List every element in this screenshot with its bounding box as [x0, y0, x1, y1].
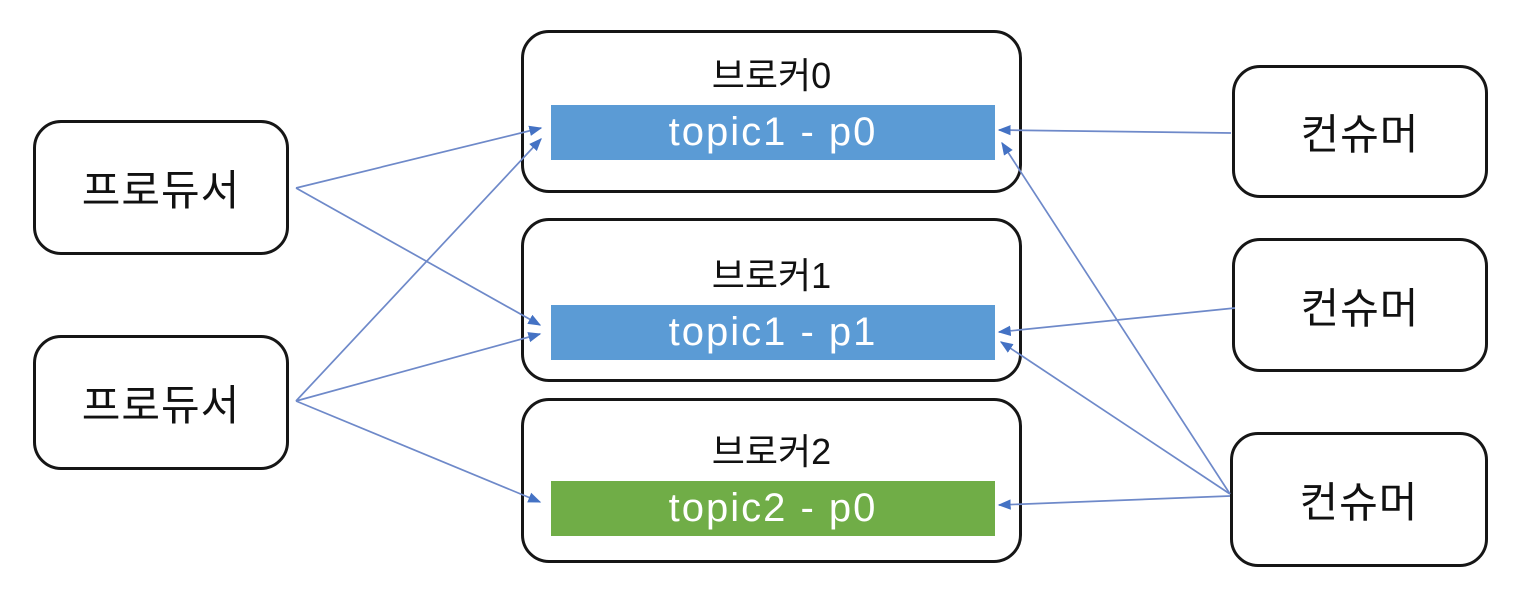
producer-label: 프로듀서: [81, 382, 241, 429]
edge-producer-2-to-partition-topic1-p0: [295, 138, 542, 402]
consumer-node-2: 컨슈머: [1232, 238, 1488, 372]
edge-consumer-3-to-partition-topic1-p0: [1001, 141, 1231, 495]
broker-title: 브로커2: [711, 431, 832, 472]
broker-title: 브로커0: [711, 55, 832, 96]
broker-node-2: 브로커2 topic2 - p0: [521, 398, 1022, 563]
partition-label: topic1 - p1: [668, 310, 878, 354]
producer-node-2: 프로듀서: [33, 335, 289, 470]
consumer-label: 컨슈머: [1299, 479, 1419, 526]
producer-label: 프로듀서: [81, 167, 241, 214]
partition-label: topic1 - p0: [668, 110, 878, 154]
edge-producer-1-to-partition-topic1-p1: [295, 187, 542, 326]
partition-topic1-p0: topic1 - p0: [551, 105, 995, 160]
edge-producer-1-to-partition-topic1-p0: [295, 125, 543, 189]
edge-producer-2-to-partition-topic2-p0: [295, 400, 542, 503]
edge-consumer-3-to-partition-topic1-p1: [999, 341, 1231, 495]
broker-node-0: 브로커0 topic1 - p0: [521, 30, 1022, 193]
edge-consumer-1-to-partition-topic1-p0: [997, 124, 1232, 136]
partition-topic2-p0: topic2 - p0: [551, 481, 995, 536]
consumer-label: 컨슈머: [1300, 284, 1420, 332]
partition-topic1-p1: topic1 - p1: [551, 305, 995, 360]
broker-title: 브로커1: [711, 255, 832, 296]
consumer-node-3: 컨슈머: [1230, 432, 1488, 567]
consumer-label: 컨슈머: [1300, 111, 1420, 158]
edge-consumer-3-to-partition-topic2-p0: [997, 495, 1231, 510]
edge-producer-2-to-partition-topic1-p1: [295, 332, 542, 402]
partition-label: topic2 - p0: [668, 486, 878, 530]
broker-node-1: 브로커1 topic1 - p1: [521, 218, 1022, 382]
consumer-node-1: 컨슈머: [1232, 65, 1488, 198]
producer-node-1: 프로듀서: [33, 120, 289, 255]
edge-consumer-2-to-partition-topic1-p1: [997, 307, 1236, 336]
